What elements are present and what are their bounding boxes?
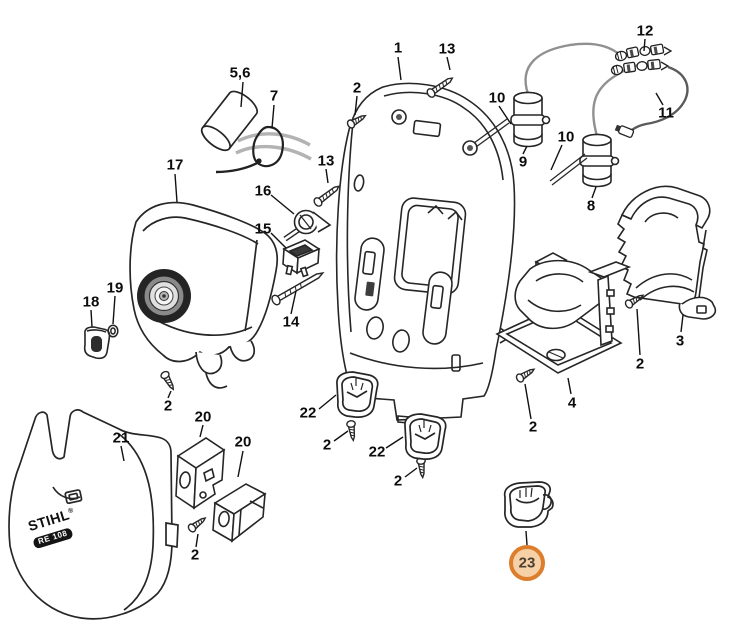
callout-21-20[interactable]: 20 xyxy=(234,433,252,451)
callout-28-2[interactable]: 2 xyxy=(635,355,645,373)
callout-4-1[interactable]: 1 xyxy=(393,39,403,57)
callout-18-2[interactable]: 2 xyxy=(163,397,173,415)
part-9-capacitor[interactable] xyxy=(510,42,621,148)
part-19-o-ring[interactable] xyxy=(107,324,119,338)
leader-lines xyxy=(90,38,684,548)
callout-8-11[interactable]: 11 xyxy=(658,104,674,122)
part-1-main-housing[interactable] xyxy=(335,82,516,426)
part-11-wire[interactable] xyxy=(614,65,689,139)
part-18-knob[interactable] xyxy=(83,326,111,360)
callout-17-18[interactable]: 18 xyxy=(82,293,100,311)
part-5-6-capacitor[interactable] xyxy=(198,87,261,154)
callout-0-5-6[interactable]: 5,6 xyxy=(229,64,251,82)
part-22-grommet-b[interactable] xyxy=(404,413,447,460)
part-16-knob[interactable] xyxy=(283,209,332,242)
callout-6-12[interactable]: 12 xyxy=(636,22,654,40)
callout-24-2[interactable]: 2 xyxy=(322,436,332,454)
callout-13-16[interactable]: 16 xyxy=(254,182,272,200)
callout-31-23[interactable]: 23 xyxy=(518,554,536,572)
part-21-front-cover[interactable] xyxy=(8,409,179,620)
callout-29-4[interactable]: 4 xyxy=(567,394,577,412)
callout-23-22[interactable]: 22 xyxy=(299,404,317,422)
callout-10-10[interactable]: 10 xyxy=(557,128,575,146)
part-20-bracket-a[interactable] xyxy=(175,437,226,510)
part-15-switch[interactable] xyxy=(282,239,321,278)
callout-2-17[interactable]: 17 xyxy=(166,156,184,174)
selected-part-highlight xyxy=(509,545,545,581)
part-10-straps[interactable] xyxy=(473,118,588,186)
callout-25-22[interactable]: 22 xyxy=(368,443,386,461)
callout-3-2[interactable]: 2 xyxy=(352,79,362,97)
callout-1-7[interactable]: 7 xyxy=(269,87,279,105)
callout-14-15[interactable]: 15 xyxy=(254,220,272,238)
callout-16-19[interactable]: 19 xyxy=(106,279,124,297)
callout-15-14[interactable]: 14 xyxy=(282,313,300,331)
callout-27-3[interactable]: 3 xyxy=(675,332,685,350)
part-3-housing-half[interactable] xyxy=(616,185,717,320)
callout-30-2[interactable]: 2 xyxy=(528,418,538,436)
callout-11-8[interactable]: 8 xyxy=(586,197,596,215)
part-22-grommet-a[interactable] xyxy=(336,371,379,418)
callout-5-13[interactable]: 13 xyxy=(438,40,456,58)
callout-26-2[interactable]: 2 xyxy=(393,472,403,490)
part-17-motor-cover[interactable] xyxy=(129,201,279,389)
callout-7-10[interactable]: 10 xyxy=(488,89,506,107)
part-7-cable-clip[interactable] xyxy=(215,125,312,174)
callout-9-9[interactable]: 9 xyxy=(518,153,528,171)
part-20-bracket-b[interactable] xyxy=(212,483,267,543)
callout-12-13[interactable]: 13 xyxy=(317,152,335,170)
callout-19-21[interactable]: 21 xyxy=(112,429,130,447)
part-4-air-guide[interactable] xyxy=(495,252,632,374)
part-8-capacitor[interactable] xyxy=(579,62,657,188)
part-23-grommet[interactable] xyxy=(503,481,554,528)
callout-20-20[interactable]: 20 xyxy=(194,408,212,426)
part-12-connectors[interactable] xyxy=(610,43,673,76)
callout-22-2[interactable]: 2 xyxy=(190,546,200,564)
part-14-screw[interactable] xyxy=(269,267,326,307)
